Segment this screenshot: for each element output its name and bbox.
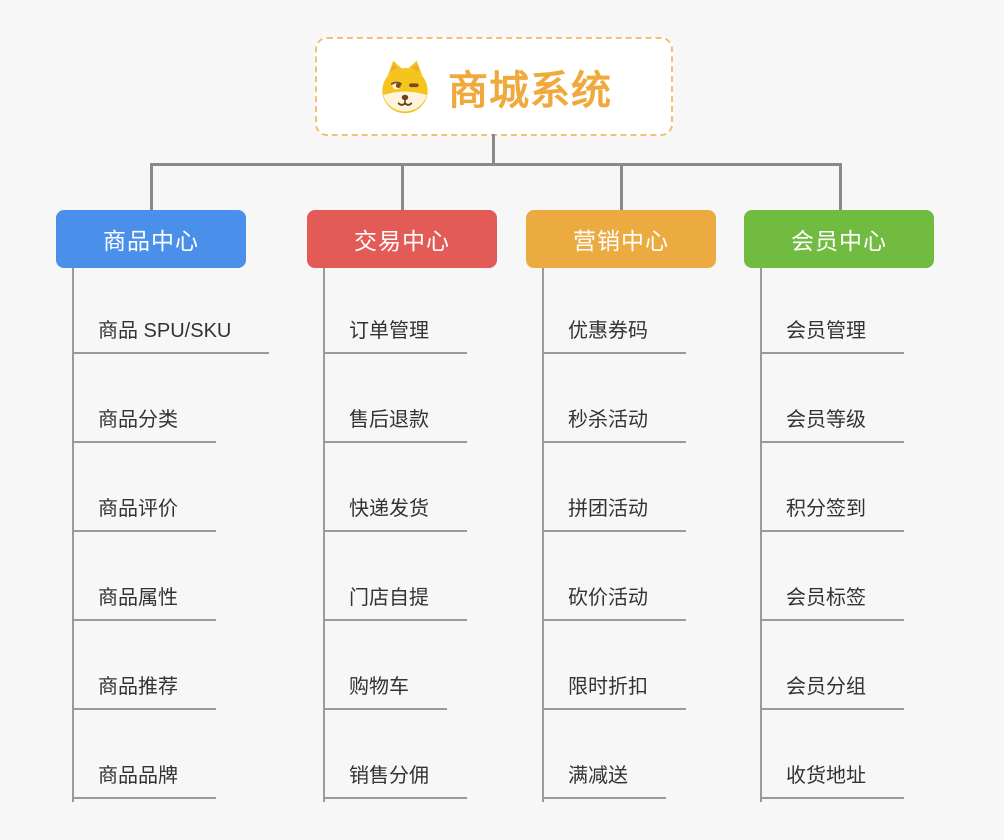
connector-drop-3 (620, 166, 623, 210)
leaf-item[interactable]: 会员管理 (760, 319, 904, 354)
root-title: 商城系统 (448, 68, 612, 113)
branch-header[interactable]: 营销中心 (526, 210, 716, 268)
branch-header[interactable]: 商品中心 (56, 210, 246, 268)
leaf-item[interactable]: 购物车 (323, 675, 447, 710)
leaf-item[interactable]: 会员标签 (760, 586, 904, 621)
branch-trunk-line (72, 268, 74, 802)
leaf-item[interactable]: 限时折扣 (542, 675, 686, 710)
leaf-item[interactable]: 秒杀活动 (542, 408, 686, 443)
branch-node-members: 会员中心 会员管理会员等级积分签到会员标签会员分组收货地址 (744, 210, 934, 830)
leaf-item[interactable]: 优惠券码 (542, 319, 686, 354)
leaf-item[interactable]: 会员分组 (760, 675, 904, 710)
leaf-item[interactable]: 商品属性 (72, 586, 216, 621)
branch-header[interactable]: 会员中心 (744, 210, 934, 268)
doge-icon (382, 60, 428, 113)
branch-node-trade: 交易中心 订单管理售后退款快递发货门店自提购物车销售分佣 (307, 210, 497, 830)
connector-drop-4 (839, 166, 842, 210)
connector-drop-2 (401, 166, 404, 210)
connector-drop-1 (150, 166, 153, 210)
branch-trunk-line (323, 268, 325, 802)
leaf-item[interactable]: 商品分类 (72, 408, 216, 443)
leaf-item[interactable]: 商品推荐 (72, 675, 216, 710)
leaf-item[interactable]: 拼团活动 (542, 497, 686, 532)
leaf-item[interactable]: 商品品牌 (72, 764, 216, 799)
branch-leaves: 优惠券码秒杀活动拼团活动砍价活动限时折扣满减送 (542, 210, 732, 830)
connector-horizontal (150, 163, 842, 166)
leaf-item[interactable]: 订单管理 (323, 319, 467, 354)
leaf-item[interactable]: 会员等级 (760, 408, 904, 443)
leaf-item[interactable]: 快递发货 (323, 497, 467, 532)
root-node[interactable]: 商城系统 (315, 37, 673, 136)
branch-header[interactable]: 交易中心 (307, 210, 497, 268)
leaf-item[interactable]: 商品评价 (72, 497, 216, 532)
branch-node-products: 商品中心 商品 SPU/SKU 商品分类商品评价商品属性商品推荐商品品牌 (56, 210, 270, 830)
leaf-item[interactable]: 售后退款 (323, 408, 467, 443)
branch-trunk-line (760, 268, 762, 802)
branch-trunk-line (542, 268, 544, 802)
connector-root-stem (492, 134, 495, 165)
branch-leaves: 会员管理会员等级积分签到会员标签会员分组收货地址 (760, 210, 950, 830)
branch-leaves: 商品 SPU/SKU 商品分类商品评价商品属性商品推荐商品品牌 (72, 210, 270, 830)
leaf-item[interactable]: 积分签到 (760, 497, 904, 532)
leaf-item[interactable]: 销售分佣 (323, 764, 467, 799)
branch-node-marketing: 营销中心 优惠券码秒杀活动拼团活动砍价活动限时折扣满减送 (526, 210, 716, 830)
branch-leaves: 订单管理售后退款快递发货门店自提购物车销售分佣 (323, 210, 513, 830)
leaf-item[interactable]: 商品 SPU/SKU (72, 319, 270, 354)
leaf-item[interactable]: 砍价活动 (542, 586, 686, 621)
leaf-item[interactable]: 收货地址 (760, 764, 904, 799)
leaf-item[interactable]: 门店自提 (323, 586, 467, 621)
leaf-item[interactable]: 满减送 (542, 764, 666, 799)
